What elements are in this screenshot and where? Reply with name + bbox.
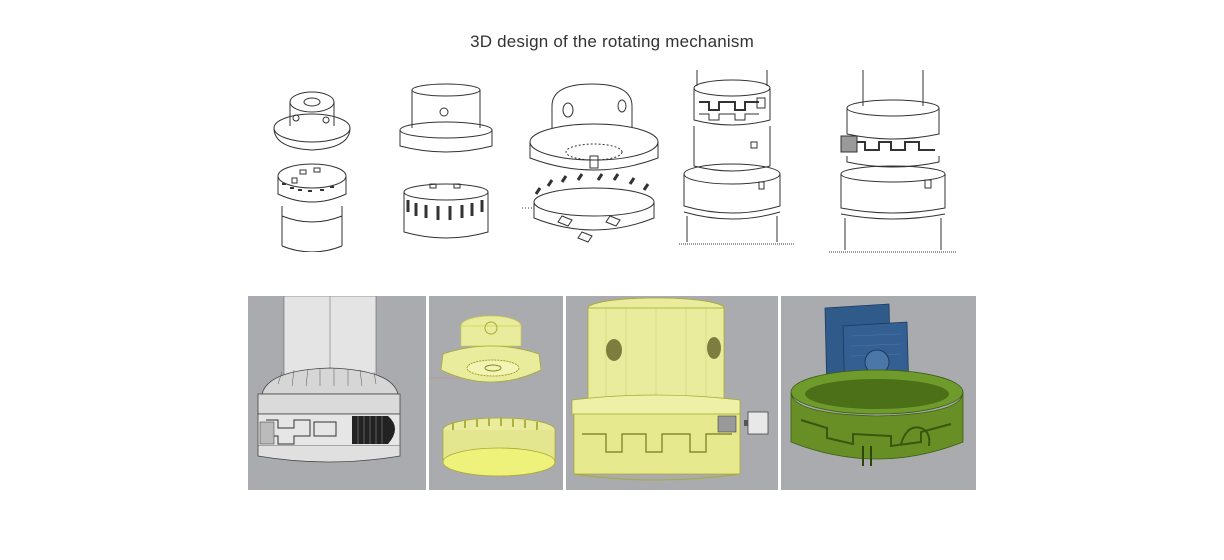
sketch-collar-and-gear-ring [394,66,498,246]
sketch-dome-and-ring-plate [522,66,664,252]
page-title: 3D design of the rotating mechanism [470,32,754,51]
render-green-ring-with-blue-card [781,296,976,490]
sketch-exploded-gear-assembly [262,66,362,252]
render-grey-tube-with-dial [248,296,426,490]
sketch-tube-with-notched-coupling [679,66,795,248]
sketch-tube-with-latch [829,66,957,254]
render-yellow-collar-and-ring [429,296,563,490]
render-yellow-notched-cylinder [566,296,778,490]
